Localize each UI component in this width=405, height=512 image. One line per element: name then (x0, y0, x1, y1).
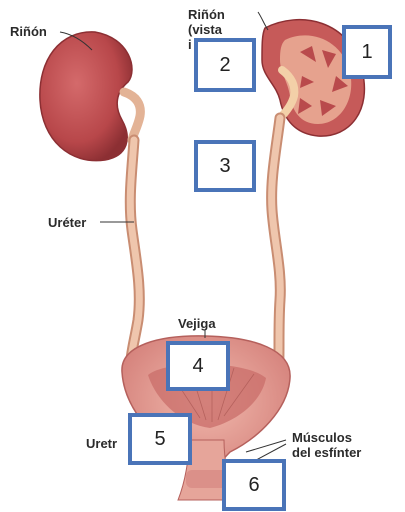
bladder-label: Vejiga (178, 316, 216, 331)
sphincter-label-line2: del esfínter (292, 445, 361, 460)
marker-2: 2 (194, 38, 256, 92)
left-kidney (40, 32, 132, 161)
marker-5: 5 (128, 413, 192, 465)
kidney-section-label-line2: (vista (188, 22, 225, 37)
kidney-section-label-line1: Riñón (188, 7, 225, 22)
marker-1: 1 (342, 25, 392, 79)
marker-4: 4 (166, 341, 230, 391)
marker-6: 6 (222, 459, 286, 511)
sphincter-label-line1: Músculos (292, 430, 361, 445)
urethra-label: Uretr (86, 436, 117, 451)
marker-3: 3 (194, 140, 256, 192)
ureter-label: Uréter (48, 215, 86, 230)
sphincter-label: Músculos del esfínter (292, 430, 361, 460)
kidney-label: Riñón (10, 24, 47, 39)
